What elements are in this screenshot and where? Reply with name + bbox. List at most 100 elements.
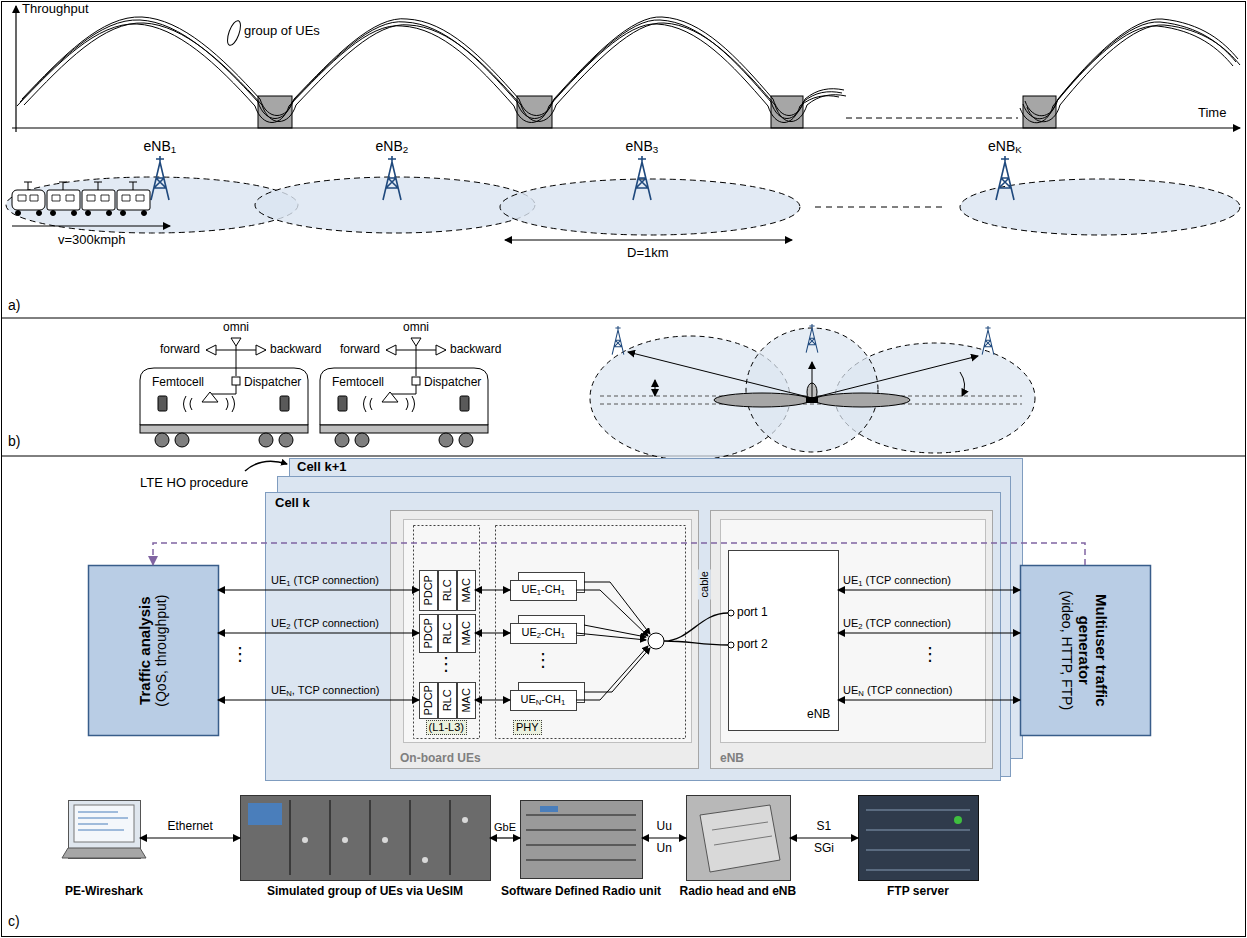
- radio-head: [700, 805, 780, 872]
- node-shape: [266, 493, 1001, 781]
- label-text: eNB3: [626, 138, 659, 154]
- connector: [218, 632, 419, 633]
- node-shape: [89, 566, 219, 736]
- wheels: [155, 433, 293, 447]
- node-box: Simulated group of UEs via UeSIM: [240, 795, 490, 880]
- roof-antennas: [24, 182, 137, 190]
- node-shape: [439, 615, 457, 653]
- label-text: Femtocell: [332, 376, 384, 390]
- node-shape: [420, 571, 438, 611]
- node-text: RLC: [441, 571, 454, 609]
- node-box: PHYUE1-CH1UE2-CH1UEN-CH1: [495, 525, 685, 738]
- label-text: ⋮: [534, 651, 552, 669]
- cells: [6, 177, 1240, 235]
- node-box: PDCP: [419, 614, 437, 652]
- node-box: RLC: [438, 614, 456, 652]
- node-text: PDCP: [422, 683, 435, 717]
- rotated-text-group: MAC: [460, 683, 473, 717]
- beam: [814, 393, 910, 407]
- tower: [383, 156, 401, 200]
- omni-antenna: [231, 338, 241, 346]
- connector: [838, 589, 1020, 590]
- label-text: eNB2: [376, 138, 409, 154]
- node-box: PE-Wireshark: [68, 800, 140, 858]
- y-axis: [15, 6, 16, 132]
- node-text: (video, HTTP, FTP): [1060, 570, 1076, 730]
- node-box: port 1port 2eNB: [728, 550, 838, 730]
- screen-lines: [78, 812, 128, 830]
- logo-panel: [540, 806, 558, 812]
- label-text: cable: [698, 569, 711, 599]
- x-axis: [12, 127, 1240, 128]
- node-text: RLC: [441, 683, 454, 717]
- connector: [838, 699, 1020, 700]
- connector: [490, 837, 520, 838]
- tower: [806, 324, 818, 353]
- femtocell-icon: [202, 392, 218, 402]
- link-arrow: [628, 352, 812, 398]
- node-text: MAC: [460, 683, 473, 717]
- connector: [218, 589, 419, 590]
- node-box: Radio head and eNB: [686, 795, 790, 880]
- node-text: Radio head and eNB: [680, 885, 797, 899]
- label-text: group of UEs: [244, 24, 320, 39]
- node-text: Traffic analysis: [136, 570, 153, 730]
- node-text: PE-Wireshark: [65, 885, 143, 899]
- node-text: Simulated group of UEs via UeSIM: [267, 885, 463, 899]
- rotated-text-group: MAC: [460, 571, 473, 609]
- label-text: eNB1: [144, 138, 177, 154]
- node-box: UE2-CH1: [510, 623, 576, 643]
- rotated-text-group: PDCP: [422, 571, 435, 609]
- node-text: PDCP: [422, 615, 435, 651]
- throughput-curve: [20, 20, 1236, 119]
- node-text: FTP server: [887, 885, 949, 899]
- node-box: eNB port 1port 2eNB: [710, 510, 992, 768]
- node-shape: [439, 683, 457, 719]
- node-shape: [414, 526, 480, 739]
- link-arrow: [812, 362, 813, 398]
- node-text: eNB: [720, 752, 744, 766]
- node-text: MAC: [460, 615, 473, 651]
- train: [12, 182, 150, 216]
- label-text: ⋮: [231, 645, 249, 663]
- edge-label: UEN, TCP connection): [271, 684, 379, 697]
- car-chassis: [140, 425, 308, 433]
- edge-label: GbE: [494, 821, 516, 834]
- connector: [790, 837, 858, 838]
- node-shape: [391, 511, 699, 769]
- node-text: PDCP: [422, 571, 435, 609]
- node-text: port 1: [737, 606, 768, 620]
- node-shape: [511, 581, 577, 601]
- label-text: omni: [223, 321, 249, 335]
- node-box: Multiuser traffic generator(video, HTTP,…: [1020, 565, 1150, 735]
- continuation-dashes: [815, 207, 945, 208]
- node-box: MAC: [457, 570, 475, 610]
- status-light: [954, 816, 962, 824]
- beam: [714, 393, 810, 407]
- node-text: Software Defined Radio unit: [501, 885, 661, 899]
- node-box: Cell k+1: [289, 458, 1022, 758]
- label-text: Dispatcher: [424, 376, 481, 390]
- label-text: Dispatcher: [244, 376, 301, 390]
- node-text: PHY: [513, 720, 542, 735]
- combiner-lines: [576, 582, 650, 700]
- handover-arrow: [245, 461, 287, 471]
- label-text: omni: [403, 321, 429, 335]
- cable: [664, 613, 728, 645]
- node-text: (L1-L3): [426, 720, 467, 735]
- panel-divider: [2, 318, 1246, 319]
- label-text: backward: [270, 343, 321, 357]
- directional-antennas: [206, 345, 266, 355]
- node-text: Multiuser traffic generator: [1076, 570, 1111, 730]
- rotated-text-group: MAC: [460, 615, 473, 651]
- node-shape: [241, 796, 491, 881]
- node-box: RLC: [438, 682, 456, 718]
- tower: [612, 326, 624, 355]
- node-shape: [496, 526, 686, 739]
- node-box: RLC: [438, 570, 456, 610]
- label-text: Throughput: [22, 2, 89, 17]
- node-shape: [859, 796, 979, 881]
